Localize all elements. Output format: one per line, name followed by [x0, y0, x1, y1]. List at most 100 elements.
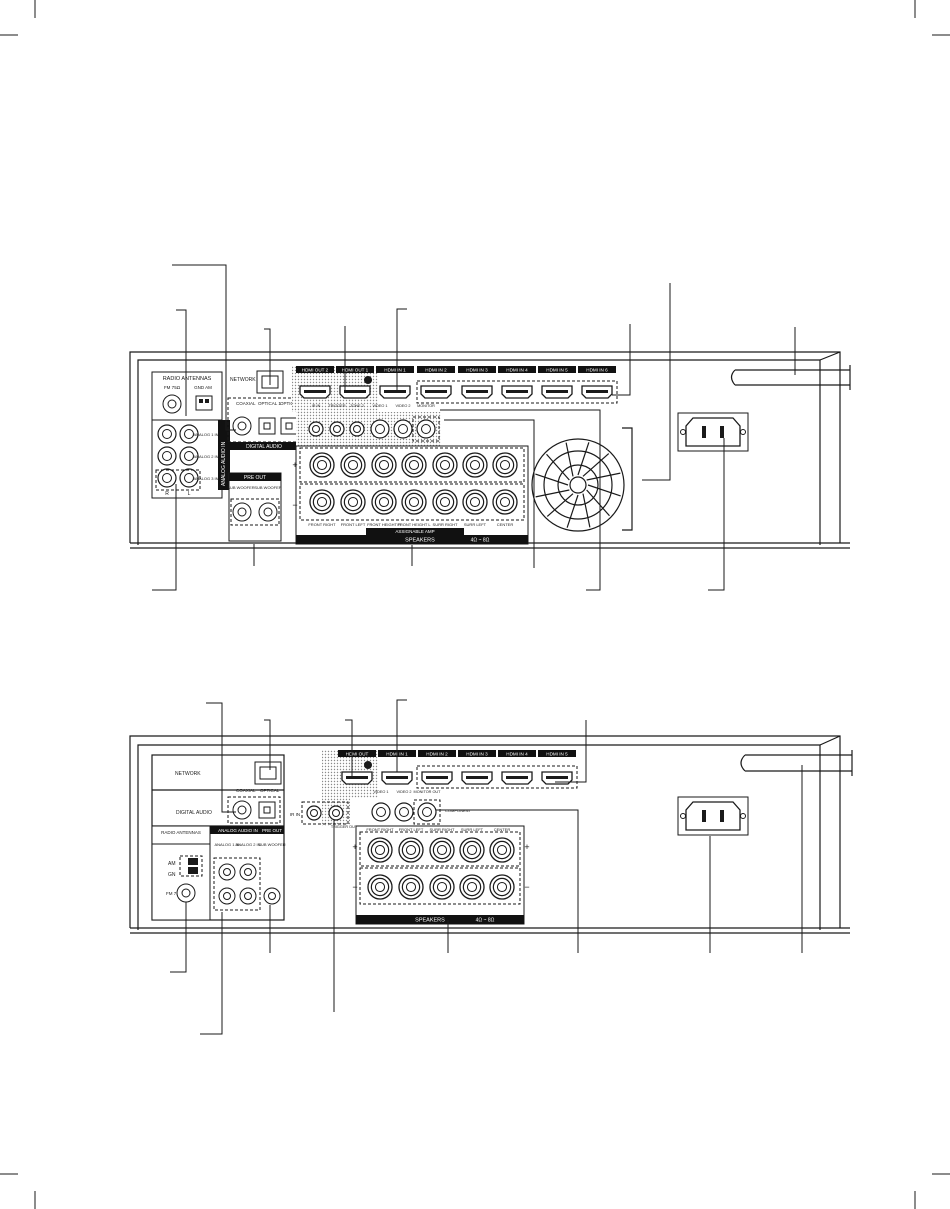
bottom-minus-sign-right: − [524, 882, 529, 892]
top-speaker-label-5: SURR RIGHT [433, 522, 458, 527]
bottom-hdmi-label-1: HDMI OUT [346, 752, 369, 757]
top-video-jack-6[interactable] [416, 419, 436, 439]
bottom-am-terminal[interactable] [188, 858, 198, 865]
bottom-ir-in-label: IR IN [290, 812, 300, 817]
top-analog3-label: ANALOG 3 IN [193, 476, 218, 481]
top-video-jack-2[interactable] [329, 421, 345, 437]
bottom-optical-port[interactable] [258, 801, 276, 819]
bottom-analog2-label: ANALOG 2 IN [235, 842, 260, 847]
top-network-label: NETWORK [230, 377, 256, 383]
top-fm-label: FM 75Ω [164, 385, 181, 390]
bottom-minus-sign-left: − [352, 882, 357, 892]
top-speaker-label-7: CENTER [497, 522, 514, 527]
bottom-video-jack-2[interactable] [394, 802, 414, 822]
top-network: NETWORK [230, 370, 284, 394]
top-assignable-amp-label: ASSIGNABLE AMP [395, 529, 434, 534]
bottom-ir-in-jack[interactable] [306, 805, 322, 821]
top-video-label-1: IR IN [312, 404, 321, 408]
bottom-trigger-out-jack[interactable] [328, 805, 344, 821]
fm-antenna-jack[interactable] [162, 394, 182, 414]
bottom-video-jack-1[interactable] [371, 802, 391, 822]
top-sub-woofer-jack-1[interactable] [232, 502, 252, 522]
top-hdmi-label-6: HDMI IN 4 [506, 368, 528, 373]
bottom-analog2-left-jack[interactable] [239, 887, 257, 905]
top-impedance-label: 4Ω ~ 8Ω [471, 538, 490, 544]
top-coaxial-jack[interactable] [232, 416, 252, 436]
bottom-sub-woofer-label: SUB WOOFER [258, 842, 285, 847]
bottom-callout-lines [170, 699, 803, 1035]
top-speaker-label-4: FRONT HEIGHT L [397, 522, 431, 527]
top-analog-audio-in-label: ANALOG AUDIO IN [221, 441, 227, 486]
bottom-digital-audio: COAXIAL OPTICAL DIGITAL AUDIO [176, 788, 281, 824]
bottom-ac-inlet[interactable] [677, 796, 749, 836]
top-hdmi-label-1: HDMI OUT 2 [302, 368, 329, 373]
top-hdmi-label-5: HDMI IN 3 [466, 368, 488, 373]
top-hdmi-label-8: HDMI IN 6 [586, 368, 608, 373]
top-video-label-6: MONITOR [417, 404, 435, 408]
top-analog2-left-jack[interactable] [179, 446, 199, 466]
top-analog2-right-jack[interactable] [157, 446, 177, 466]
bottom-coaxial-label: COAXIAL [236, 788, 256, 793]
bottom-network-port[interactable] [254, 761, 282, 785]
top-analog1-left-jack[interactable] [179, 424, 199, 444]
top-callout-lines [152, 264, 796, 591]
bottom-video-jack-3[interactable] [417, 802, 437, 822]
top-optical1-port[interactable] [258, 417, 276, 435]
top-speaker-label-6: SURR LEFT [464, 522, 487, 527]
top-plus-sign: + [292, 460, 297, 470]
top-analog3-right-jack[interactable] [157, 468, 177, 488]
bottom-analog-pre-out: ANALOG AUDIO IN PRE OUT ANALOG 1 IN ANAL… [210, 826, 286, 911]
top-sub-woofer-2: SUB WOOFER [254, 485, 281, 490]
top-speaker-label-2: FRONT LEFT [341, 522, 366, 527]
top-analog1-label: ANALOG 1 IN [193, 432, 218, 437]
bottom-analog-audio-in-label: ANALOG AUDIO IN [218, 828, 258, 833]
bottom-fm-jack[interactable] [176, 883, 196, 903]
top-speaker-label-3: FRONT HEIGHT R [367, 522, 401, 527]
bottom-am-label: AM [168, 861, 176, 867]
bottom-plus-sign-right: + [524, 842, 529, 852]
top-pre-out: PRE OUT SUB WOOFER SUB WOOFER [227, 472, 282, 542]
bottom-speakers-label: SPEAKERS [415, 918, 445, 924]
top-digital-audio-label: DIGITAL AUDIO [246, 444, 282, 450]
top-hdmi-label-7: HDMI IN 5 [546, 368, 568, 373]
bottom-analog1-right-jack[interactable] [218, 863, 236, 881]
bottom-gnd-terminal[interactable] [188, 867, 198, 874]
am-antenna-terminal[interactable] [195, 395, 213, 411]
top-analog1-right-jack[interactable] [157, 424, 177, 444]
bottom-antenna-block: RADIO ANTENNAS AM GN FM 75Ω [151, 825, 211, 921]
top-speaker-label-1: FRONT RIGHT [308, 522, 336, 527]
top-analog2-label: ANALOG 2 IN [193, 454, 218, 459]
top-optical2-port[interactable] [280, 417, 298, 435]
bottom-pre-out-label: PRE OUT [262, 828, 282, 833]
top-pre-out-label: PRE OUT [244, 475, 266, 481]
bottom-hdmi-label-5: HDMI IN 4 [506, 752, 528, 757]
bottom-analog1-left-jack[interactable] [218, 887, 236, 905]
bottom-speaker-label-4: SURR LEFT [461, 827, 484, 832]
top-sub-woofer-1: SUB WOOFER [227, 485, 254, 490]
top-hdmi-label-4: HDMI IN 2 [425, 368, 447, 373]
bottom-speaker-label-2: FRONT LEFT [399, 827, 424, 832]
top-video-jack-5[interactable] [393, 419, 413, 439]
top-analog3-left-jack[interactable] [179, 468, 199, 488]
top-minus-sign: − [292, 500, 297, 510]
bottom-coaxial-jack[interactable] [232, 800, 252, 820]
bottom-gnd-label: GN [168, 872, 176, 878]
bottom-receiver-panel [129, 735, 853, 934]
bottom-hdmi-label-3: HDMI IN 2 [426, 752, 448, 757]
bottom-sub-woofer-jack[interactable] [263, 887, 281, 905]
top-video-label-5: VIDEO 2 [396, 404, 411, 408]
bottom-analog2-right-jack[interactable] [239, 863, 257, 881]
top-video-jack-4[interactable] [370, 419, 390, 439]
bottom-hdmi-label-4: HDMI IN 3 [466, 752, 488, 757]
top-sub-woofer-jack-2[interactable] [258, 502, 278, 522]
top-hdmi-label-2: HDMI OUT 1 [342, 368, 369, 373]
top-video-jack-1[interactable] [308, 421, 324, 437]
top-video-jack-3[interactable] [349, 421, 365, 437]
top-ac-inlet[interactable] [677, 412, 749, 452]
